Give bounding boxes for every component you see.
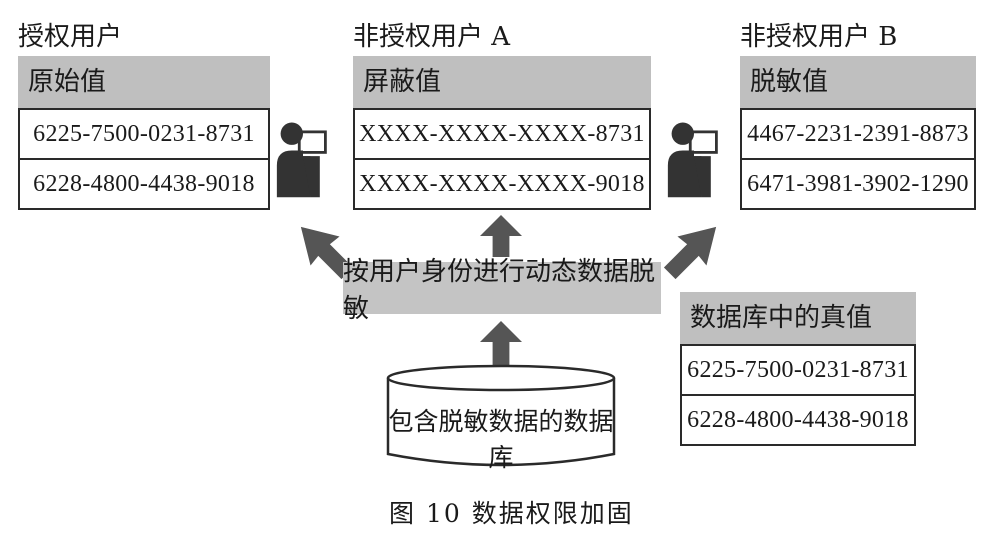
unauthorized-a-row-1: XXXX-XXXX-XXXX-8731 (353, 108, 651, 160)
arrow-up-icon (480, 321, 522, 372)
authorized-panel-header: 原始值 (18, 56, 270, 108)
arrow-up-right-icon (663, 226, 717, 280)
user-computer-icon (667, 122, 718, 198)
authorized-user-title: 授权用户 (18, 22, 123, 52)
figure-caption: 图 10 数据权限加固 (389, 499, 634, 528)
unauthorized-b-row-1: 4467-2231-2391-8873 (740, 108, 976, 160)
authorized-row-1: 6225-7500-0231-8731 (18, 108, 270, 160)
db-true-values-panel: 数据库中的真值 6225-7500-0231-8731 6228-4800-44… (680, 292, 916, 446)
unauthorized-a-title: 非授权用户 A (353, 22, 511, 52)
db-true-values-row-2: 6228-4800-4438-9018 (680, 396, 916, 446)
unauthorized-b-panel: 脱敏值 4467-2231-2391-8873 6471-3981-3902-1… (740, 56, 976, 210)
unauthorized-a-row-2: XXXX-XXXX-XXXX-9018 (353, 160, 651, 210)
db-true-values-header: 数据库中的真值 (680, 292, 916, 344)
arrow-up-icon (480, 215, 522, 257)
unauthorized-b-header: 脱敏值 (740, 56, 976, 108)
dynamic-masking-process: 按用户身份进行动态数据脱敏 (343, 257, 661, 324)
unauthorized-a-header: 屏蔽值 (353, 56, 651, 108)
database-cylinder-icon (386, 364, 616, 467)
db-true-values-row-1: 6225-7500-0231-8731 (680, 344, 916, 396)
user-computer-icon (276, 122, 327, 198)
unauthorized-b-row-2: 6471-3981-3902-1290 (740, 160, 976, 210)
unauthorized-b-title: 非授权用户 B (740, 22, 898, 52)
database-label: 包含脱敏数据的数据库 (388, 407, 614, 472)
authorized-panel: 原始值 6225-7500-0231-8731 6228-4800-4438-9… (18, 56, 270, 210)
unauthorized-a-panel: 屏蔽值 XXXX-XXXX-XXXX-8731 XXXX-XXXX-XXXX-9… (353, 56, 651, 210)
authorized-row-2: 6228-4800-4438-9018 (18, 160, 270, 210)
arrow-up-left-icon (300, 226, 354, 280)
